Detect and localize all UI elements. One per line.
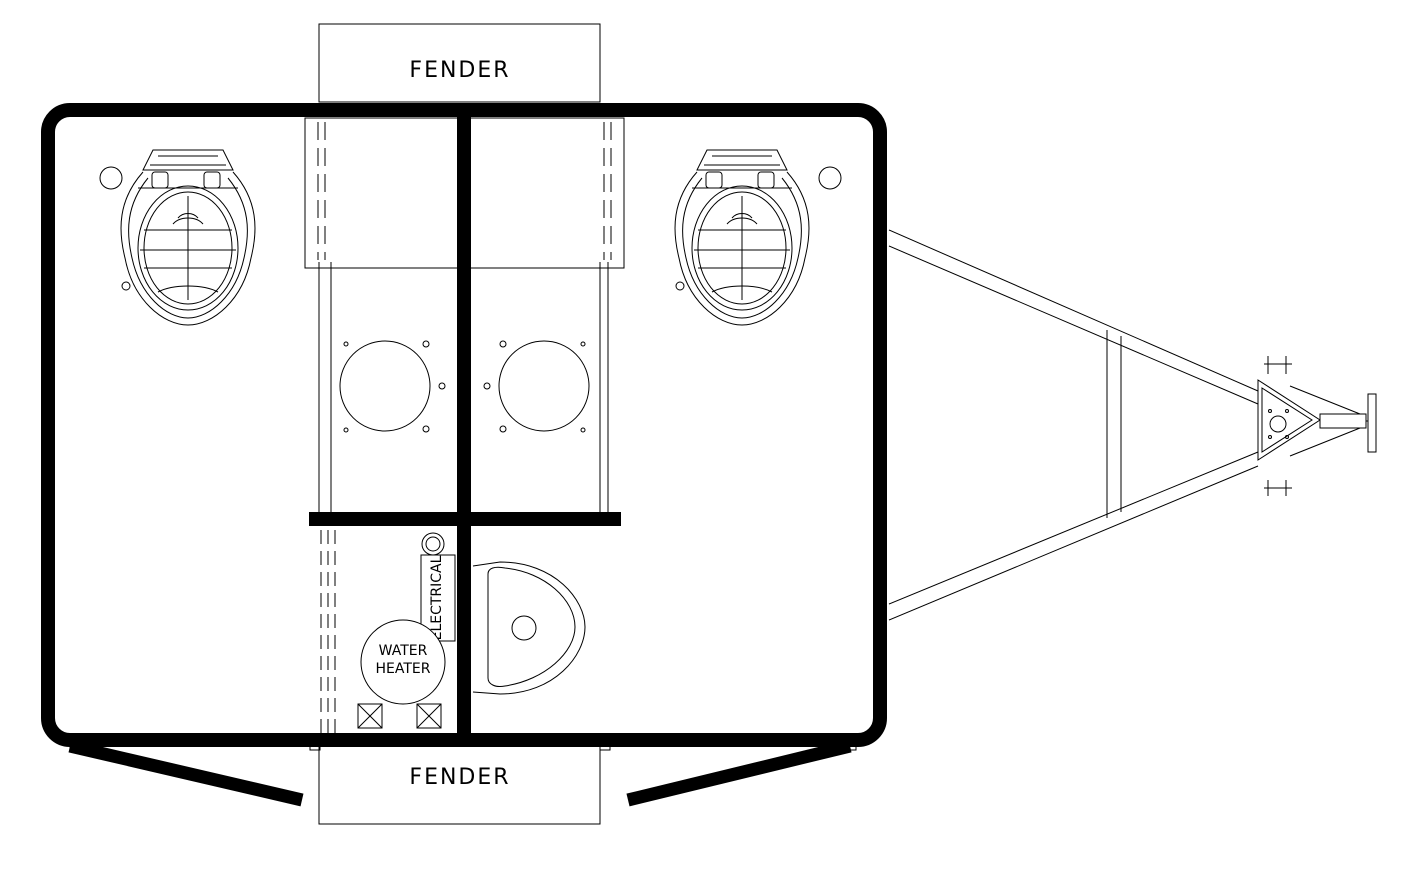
- vent-icon: [99, 166, 123, 190]
- fender-bottom-label: FENDER: [409, 765, 510, 790]
- vent-icon: [818, 166, 842, 190]
- fender-bottom: FENDER: [318, 745, 601, 825]
- vent-icon: [498, 340, 590, 432]
- fender-top: FENDER: [318, 23, 601, 103]
- toilet-right: [674, 149, 810, 326]
- water-heater-label-2: HEATER: [376, 661, 431, 677]
- vent-fan-right: [483, 340, 590, 433]
- water-heater-icon: [360, 619, 446, 705]
- drain-box-left: [357, 703, 383, 729]
- electrical-label: ELECTRICAL: [429, 555, 445, 640]
- vent-icon: [421, 532, 445, 556]
- water-heater-label-1: WATER: [379, 643, 428, 659]
- toilet-icon: [120, 149, 256, 326]
- water-heater: WATER HEATER: [360, 619, 446, 705]
- vent-icon: [339, 340, 431, 432]
- trailer-tongue: [888, 229, 1377, 621]
- fender-top-label: FENDER: [409, 58, 510, 83]
- drain-box-right: [416, 703, 442, 729]
- urinal-icon: [472, 561, 586, 695]
- utility-closet: ELECTRICAL WATER HEATER: [357, 532, 456, 729]
- vent-fan-left: [339, 340, 446, 433]
- outer-wall: [41, 103, 887, 747]
- toilet-left: [120, 149, 256, 326]
- electrical-panel: [420, 554, 456, 642]
- urinal: [472, 561, 586, 695]
- toilet-icon: [674, 149, 810, 326]
